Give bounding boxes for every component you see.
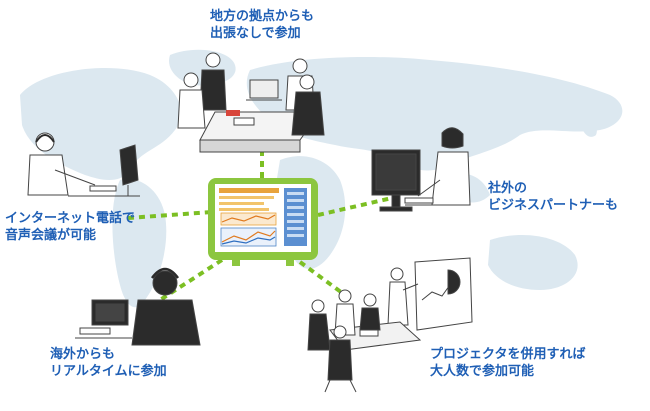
connector-lines <box>127 150 393 302</box>
connector-bottom-left <box>158 258 224 302</box>
label-bottom-left-line1: 海外からも <box>50 347 116 362</box>
label-left-line2: 音声会議が可能 <box>5 228 97 243</box>
bottom-right-projector-scene <box>307 257 473 393</box>
label-right: 社外の ビジネスパートナーも <box>488 180 618 214</box>
label-bottom-right-line1: プロジェクタを併用すれば <box>430 347 586 362</box>
label-left-line1: インターネット電話で <box>5 211 136 226</box>
label-bottom-right: プロジェクタを併用すれば 大人数で参加可能 <box>430 346 585 380</box>
label-top: 地方の拠点からも 出張なしで参加 <box>210 8 314 42</box>
connector-left <box>127 210 213 220</box>
label-bottom-left-line2: リアルタイムに参加 <box>50 364 167 379</box>
label-bottom-right-line2: 大人数で参加可能 <box>430 364 535 379</box>
left-headset-user-scene <box>27 132 140 197</box>
world-map <box>20 49 623 308</box>
monitor-hub <box>208 178 318 266</box>
label-top-line1: 地方の拠点からも <box>210 9 315 24</box>
connector-right <box>317 196 393 217</box>
connector-bottom-right <box>298 260 347 297</box>
label-bottom-left: 海外からも リアルタイムに参加 <box>50 346 167 380</box>
right-partner-scene <box>371 127 471 212</box>
label-left: インターネット電話で 音声会議が可能 <box>5 210 135 244</box>
label-top-line2: 出張なしで参加 <box>210 26 301 41</box>
top-meeting-scene <box>177 52 325 153</box>
label-right-line1: 社外の <box>488 181 528 196</box>
label-right-line2: ビジネスパートナーも <box>488 198 619 213</box>
bottom-left-overseas-scene <box>75 267 201 346</box>
